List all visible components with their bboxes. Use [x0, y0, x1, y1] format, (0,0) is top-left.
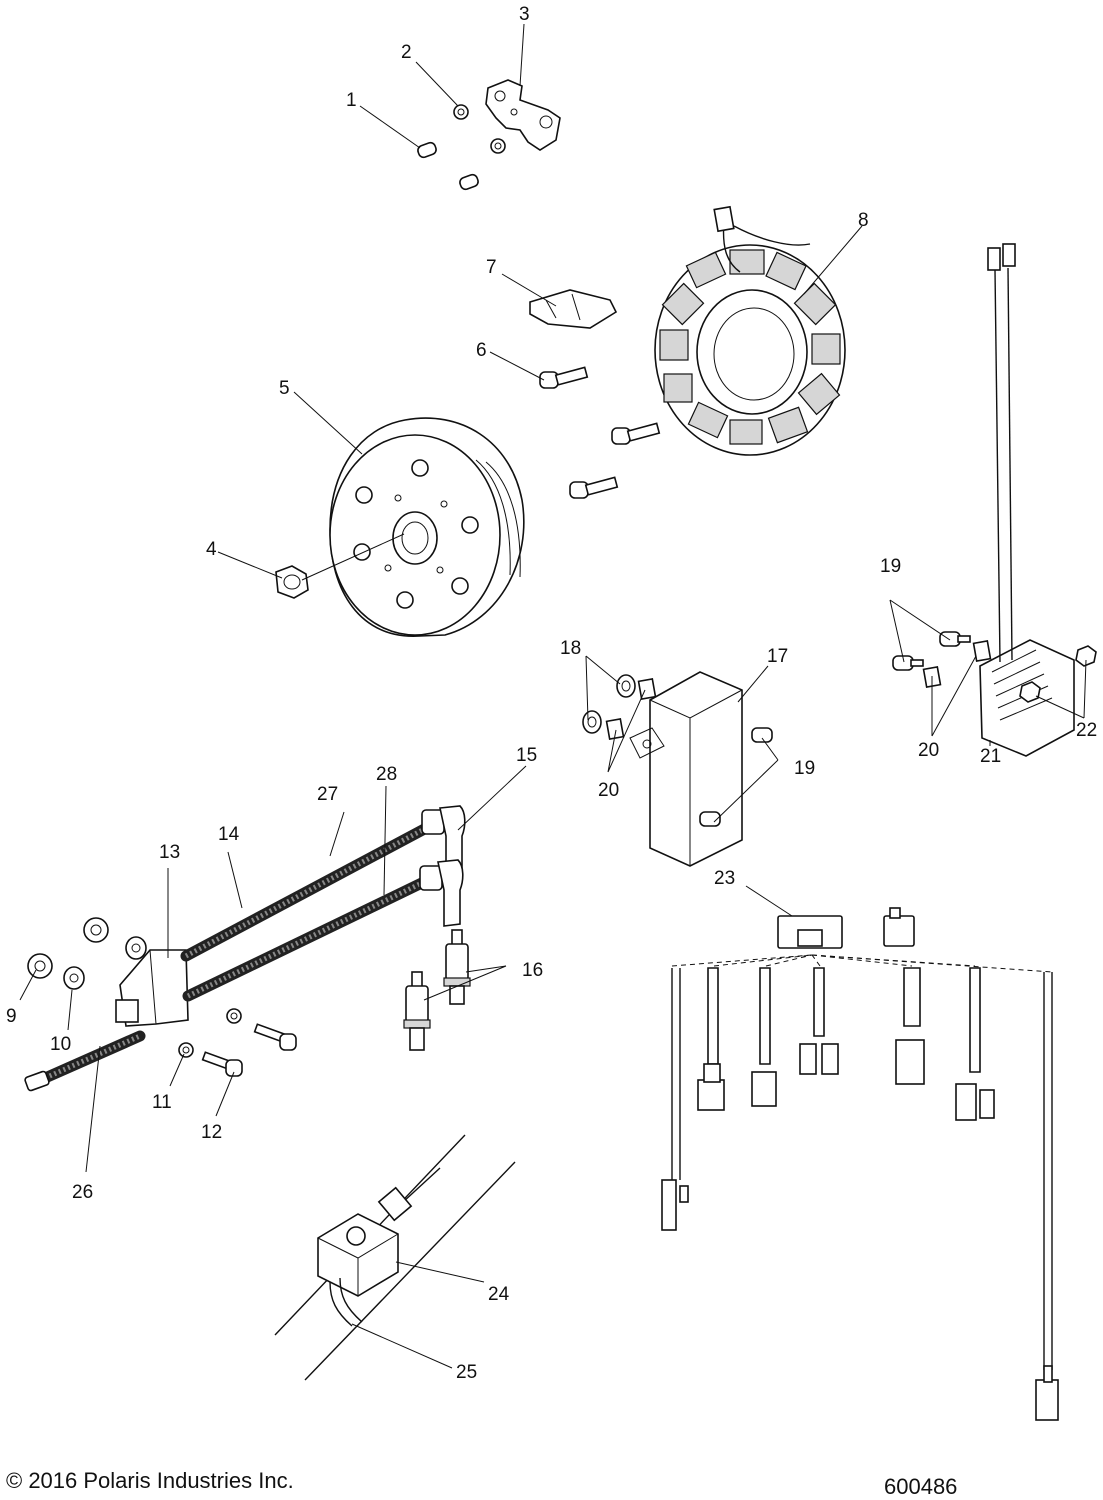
label-11: 11	[152, 1092, 172, 1113]
label-14: 14	[218, 824, 240, 845]
stator-part-8	[654, 205, 846, 456]
bolt-part-6	[539, 366, 661, 499]
label-19-right: 19	[880, 556, 901, 577]
label-12: 12	[201, 1122, 222, 1143]
label-23: 23	[714, 868, 735, 889]
label-16: 16	[522, 960, 543, 981]
label-28: 28	[376, 764, 397, 785]
regulator-part-21	[979, 243, 1075, 757]
label-26: 26	[72, 1182, 93, 1203]
screw-part-1	[417, 141, 479, 191]
switch-part-24	[317, 1167, 441, 1297]
label-17: 17	[767, 646, 788, 667]
label-3: 3	[519, 4, 530, 25]
spark-plug-part-16	[403, 929, 471, 1051]
label-20-right: 20	[918, 740, 939, 761]
label-22: 22	[1076, 720, 1097, 741]
label-9: 9	[6, 1006, 17, 1027]
label-15: 15	[516, 745, 537, 766]
flywheel-part-5	[329, 417, 525, 637]
label-5: 5	[279, 378, 290, 399]
ignition-module-part-17	[629, 671, 773, 867]
ignition-coil-part-13	[115, 949, 189, 1027]
leader-lines	[19, 23, 1087, 1369]
screw-part-19-right	[892, 631, 971, 671]
bolt-part-12	[201, 1023, 297, 1077]
nut-part-4	[275, 565, 309, 599]
label-13: 13	[159, 842, 180, 863]
label-1: 1	[346, 90, 357, 111]
bracket-part-3	[485, 79, 561, 151]
label-19-left: 19	[794, 758, 815, 779]
label-18: 18	[560, 638, 581, 659]
nut-part-22	[1019, 645, 1097, 703]
screw-part-2	[453, 104, 506, 154]
label-4: 4	[206, 539, 217, 560]
label-25: 25	[456, 1362, 477, 1383]
label-8: 8	[858, 210, 869, 231]
label-6: 6	[476, 340, 487, 361]
label-10: 10	[50, 1034, 71, 1055]
wire-harness-part-23	[661, 907, 1059, 1421]
copyright-text: © 2016 Polaris Industries Inc.	[6, 1468, 294, 1493]
part-labels: 1 2 3 4 5 6 7 8 9 10 11 12 13 14 15 16 1…	[6, 4, 1097, 1383]
label-2: 2	[401, 42, 412, 63]
diagram-id: 600486	[884, 1474, 957, 1499]
spark-plug-cap-part-15	[419, 805, 466, 927]
primary-lead-part-26	[24, 1030, 146, 1092]
clip-part-7	[529, 289, 618, 329]
label-21: 21	[980, 746, 1001, 767]
strap-part-25	[329, 1277, 363, 1327]
label-7: 7	[486, 257, 497, 278]
label-24: 24	[488, 1284, 510, 1305]
high-tension-lead-part-27	[180, 820, 436, 962]
lock-washer-part-11	[178, 1008, 242, 1058]
high-tension-lead-part-28	[182, 874, 434, 1002]
label-27: 27	[317, 784, 338, 805]
label-20-left: 20	[598, 780, 619, 801]
bushing-part-9	[27, 917, 109, 979]
washer-part-10	[63, 936, 147, 990]
